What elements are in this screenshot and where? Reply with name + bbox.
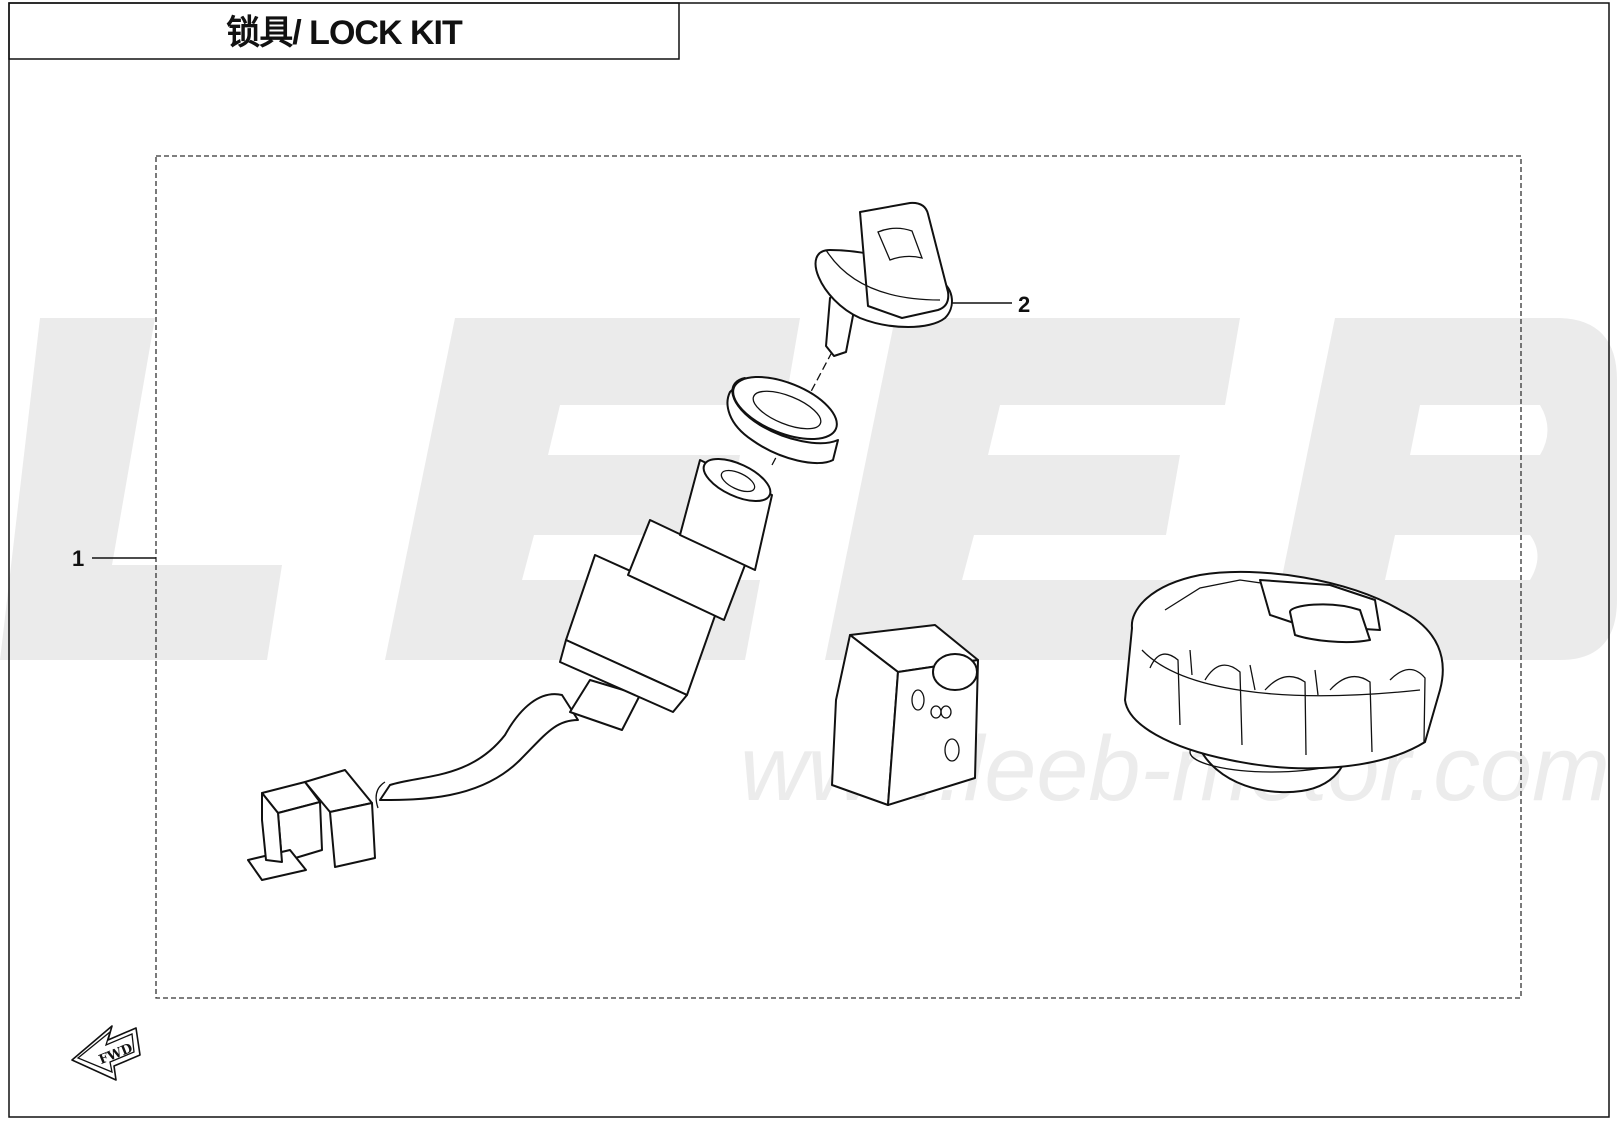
watermark-logo <box>0 318 1617 660</box>
ignition-key <box>771 201 953 466</box>
fwd-badge: FWD <box>71 1025 141 1081</box>
sheet-border <box>8 2 1610 1118</box>
page-title: 锁具/ LOCK KIT <box>226 14 463 52</box>
callout-1: 1 <box>72 546 156 571</box>
washer-ring <box>726 375 839 464</box>
callout-2: 2 <box>946 292 1030 317</box>
title-box <box>8 2 680 60</box>
wire-connector <box>247 769 386 881</box>
callout-2-label: 2 <box>1018 292 1030 317</box>
seat-lock-block <box>831 624 979 806</box>
callout-1-label: 1 <box>72 546 84 571</box>
lock-cylinder <box>379 457 773 801</box>
fuel-cap <box>1124 570 1444 794</box>
kit-boundary <box>155 155 1522 999</box>
forward-arrow-icon <box>71 1025 141 1081</box>
